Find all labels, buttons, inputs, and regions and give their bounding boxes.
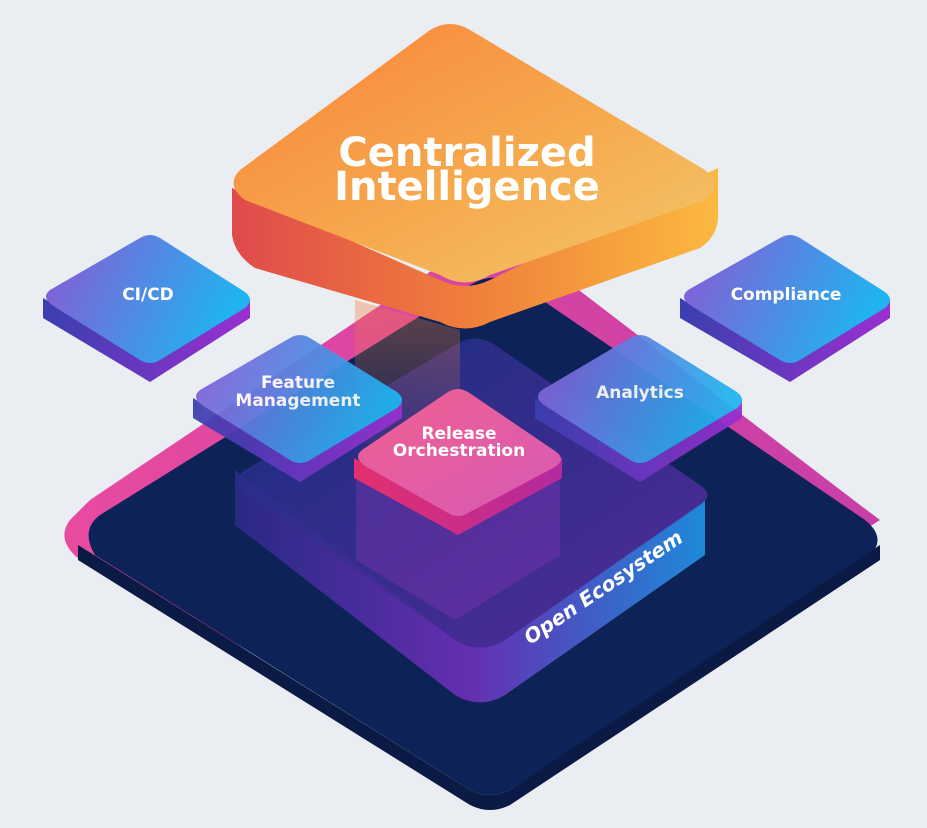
release-side xyxy=(354,458,562,535)
analytics-label: Analytics xyxy=(596,383,684,403)
cicd-top xyxy=(46,235,250,363)
feature-top xyxy=(196,335,402,463)
compliance-label: Compliance xyxy=(731,285,842,305)
cicd-label: CI/CD xyxy=(122,285,174,305)
compliance-tile: Compliance xyxy=(680,235,890,382)
release-orchestration-tile: Release Orchestration xyxy=(354,389,562,620)
cicd-side xyxy=(43,298,250,382)
release-top xyxy=(358,389,561,516)
analytics-top xyxy=(538,335,742,463)
orange-top xyxy=(233,24,716,283)
centralized-intelligence-block: Centralized Intelligence xyxy=(232,24,719,470)
feature-label-line2: Management xyxy=(235,391,360,411)
analytics-side xyxy=(535,398,742,482)
mid-platform-side xyxy=(235,470,705,703)
compliance-top xyxy=(684,235,890,363)
release-label-line2: Orchestration xyxy=(393,441,525,461)
analytics-tile: Analytics xyxy=(535,335,742,482)
center-title-line2: Intelligence xyxy=(334,164,600,210)
cicd-tile: CI/CD xyxy=(43,235,250,382)
feature-side xyxy=(193,398,402,482)
feature-management-tile: Feature Management xyxy=(193,335,402,482)
release-label-line1: Release xyxy=(421,424,496,444)
orange-side xyxy=(232,168,719,329)
center-title-line1: Centralized xyxy=(338,130,595,176)
feature-label-line1: Feature xyxy=(261,373,335,393)
compliance-side xyxy=(680,298,890,382)
